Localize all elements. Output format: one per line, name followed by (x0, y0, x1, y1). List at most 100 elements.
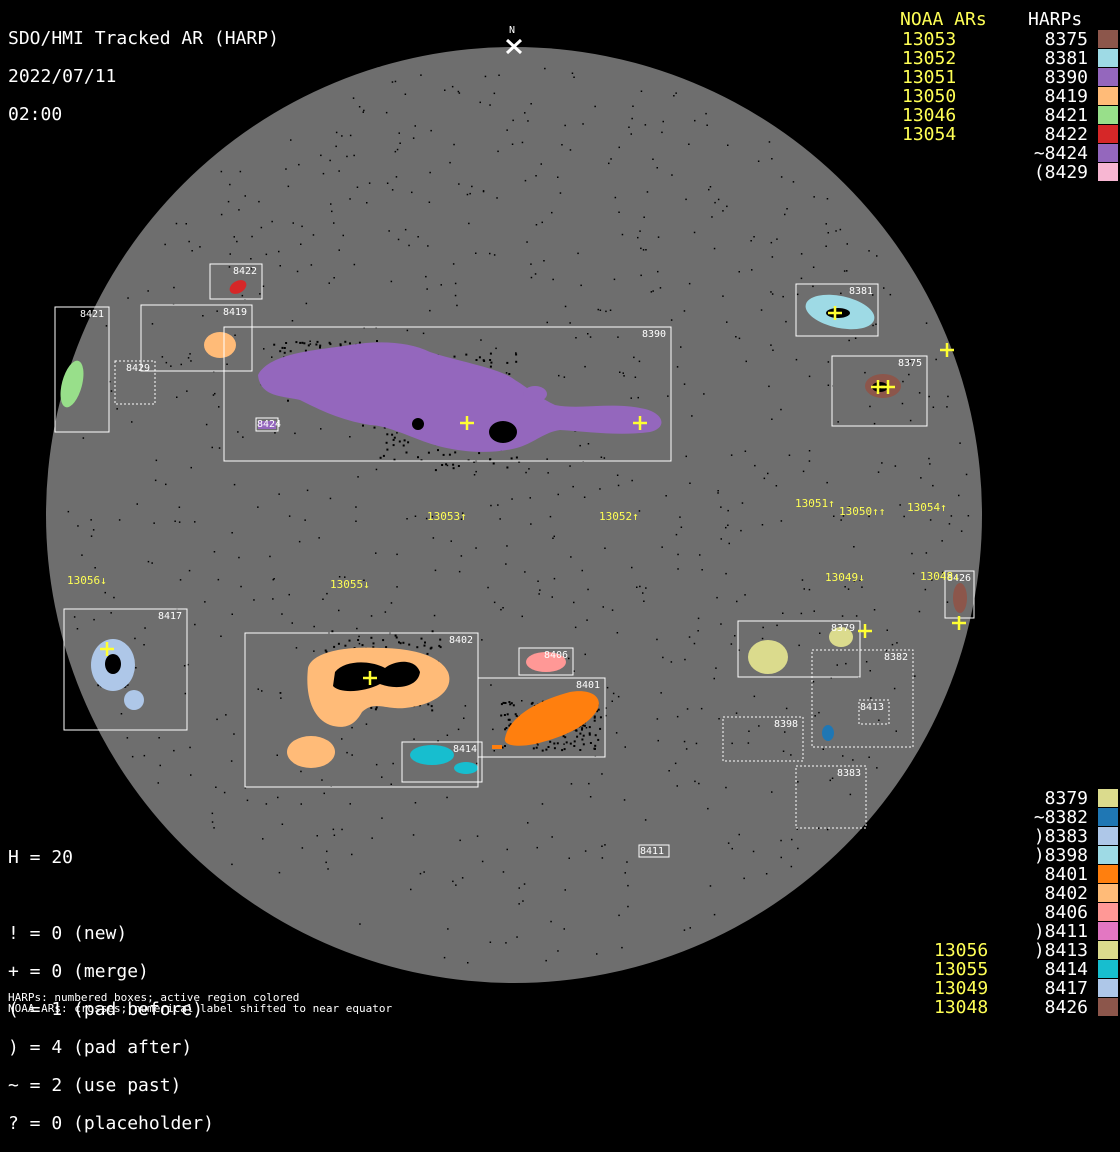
top-harp-entry: 8422 (1044, 124, 1088, 145)
noaa-equator-label: 13050↑↑ (839, 505, 886, 518)
stat-use-past: ~ = 2 (use past) (8, 1075, 182, 1096)
harp-color-swatch (1098, 789, 1118, 807)
bottom-harp-entry: 8402 (1044, 883, 1088, 904)
harp-box-label-8406: 8406 (544, 650, 569, 661)
region-8390 (258, 342, 662, 452)
bottom-noaa-entry: 13049 (934, 978, 989, 999)
h-count: H = 20 (8, 847, 74, 868)
region-8390-blob (523, 386, 547, 402)
harp-box-label-8424: 8424 (257, 419, 282, 430)
harp-color-swatch (1098, 979, 1118, 997)
bottom-harp-entry: )8413 (1033, 940, 1088, 961)
noaa-header: NOAA ARs (900, 9, 987, 30)
harp-box-8421 (54, 306, 110, 433)
note-noaa: NOAA ARs: crosses; numerical label shift… (8, 1002, 393, 1015)
region-8401 (504, 691, 599, 746)
noaa-equator-label: 13052↑ (599, 510, 639, 523)
noaa-equator-label: 13053↑ (427, 510, 467, 523)
top-harp-entry: (8429 (1033, 162, 1088, 183)
region-8426 (953, 583, 967, 613)
harp-box-label-8402: 8402 (449, 635, 474, 646)
harp-color-swatch (1098, 30, 1118, 48)
top-noaa-entry: 13054 (902, 124, 957, 145)
noaa-cross (940, 343, 954, 357)
north-label: N (509, 25, 516, 36)
region-8422 (229, 280, 247, 294)
bottom-harp-entry: )8411 (1033, 921, 1088, 942)
top-harp-entry: 8419 (1044, 86, 1088, 107)
harp-box-8406 (518, 647, 574, 676)
harp-color-swatch (1098, 903, 1118, 921)
harp-color-swatch (1098, 87, 1118, 105)
noaa-equator-label: 13051↑ (795, 497, 835, 510)
noaa-equator-label: 13056↓ (67, 574, 107, 587)
noaa-crosses (100, 306, 966, 685)
noaa-equator-label: 13055↓ (330, 578, 370, 591)
harp-color-swatch (1098, 125, 1118, 143)
noaa-cross (363, 671, 377, 685)
noaa-cross (460, 416, 474, 430)
noaa-equator-label: 13049↓ (825, 571, 865, 584)
region-8379 (748, 640, 788, 674)
title-block: SDO/HMI Tracked AR (HARP) 2022/07/11 02:… (8, 10, 279, 143)
harp-box-label-8429: 8429 (126, 363, 151, 374)
harp-color-swatch (1098, 865, 1118, 883)
harp-box-label-8422: 8422 (233, 266, 258, 277)
harp-header: HARPs (1028, 9, 1083, 30)
bottom-harp-entry: )8398 (1033, 845, 1088, 866)
stat-merge: + = 0 (merge) (8, 961, 149, 982)
harp-color-swatch (1098, 808, 1118, 826)
harp-box-8429 (114, 360, 156, 405)
stat-pad-before: ( = 1 (pad before) (8, 999, 204, 1020)
noaa-cross (828, 306, 842, 320)
region-8402-b (287, 736, 335, 768)
bottom-noaa-entry: 13056 (934, 940, 989, 961)
harp-color-swatch (1098, 846, 1118, 864)
harp-box-8383 (795, 765, 867, 829)
solar-disk-plot (46, 38, 982, 983)
bottom-harp-entry: 8401 (1044, 864, 1088, 885)
harp-box-8419 (140, 304, 253, 372)
bottom-harp-entry: 8414 (1044, 959, 1088, 980)
harp-color-swatch (1098, 922, 1118, 940)
region-8414-c (492, 745, 502, 749)
harp-box-label-8398: 8398 (774, 719, 799, 730)
region-8421 (60, 360, 84, 408)
noaa-cross (952, 616, 966, 630)
bottom-harp-entry: ~8382 (1033, 807, 1088, 828)
harp-box-8413 (858, 699, 890, 725)
harp-boxes (54, 263, 975, 858)
bottom-harp-entry: )8383 (1033, 826, 1088, 847)
stat-pad-after: ) = 4 (pad after) (8, 1037, 193, 1058)
top-harp-entry: 8390 (1044, 67, 1088, 88)
noaa-cross (100, 642, 114, 656)
harp-box-8375 (831, 355, 928, 427)
harp-color-swatch (1098, 106, 1118, 124)
region-8414 (410, 745, 454, 765)
region-8406 (526, 652, 566, 672)
noaa-equator-label: 13048↓ (920, 570, 960, 583)
harp-color-swatch (1098, 884, 1118, 902)
bottom-harp-entry: 8417 (1044, 978, 1088, 999)
bottom-noaa-entry: 13055 (934, 959, 989, 980)
harp-color-swatch (1098, 49, 1118, 67)
harp-box-label-8381: 8381 (849, 286, 874, 297)
bottom-noaa-entry: 13048 (934, 997, 989, 1018)
plot-title: SDO/HMI Tracked AR (HARP) (8, 28, 279, 49)
harp-box-label-8417: 8417 (158, 611, 183, 622)
harp-box-label-8390: 8390 (642, 329, 667, 340)
top-noaa-entry: 13052 (902, 48, 957, 69)
harp-box-8422 (209, 263, 263, 300)
harp-box-label-8413: 8413 (860, 702, 885, 713)
harp-box-label-8419: 8419 (223, 307, 248, 318)
harp-color-swatch (1098, 68, 1118, 86)
top-harp-entry: 8381 (1044, 48, 1088, 69)
noaa-cross (858, 624, 872, 638)
harp-box-8411 (638, 844, 670, 858)
harp-box-label-8383: 8383 (837, 768, 862, 779)
stat-placeholder: ? = 0 (placeholder) (8, 1113, 214, 1134)
solar-disk (46, 47, 982, 983)
harp-box-8379 (737, 620, 861, 678)
harp-color-swatch (1098, 941, 1118, 959)
top-harp-entry: 8375 (1044, 29, 1088, 50)
